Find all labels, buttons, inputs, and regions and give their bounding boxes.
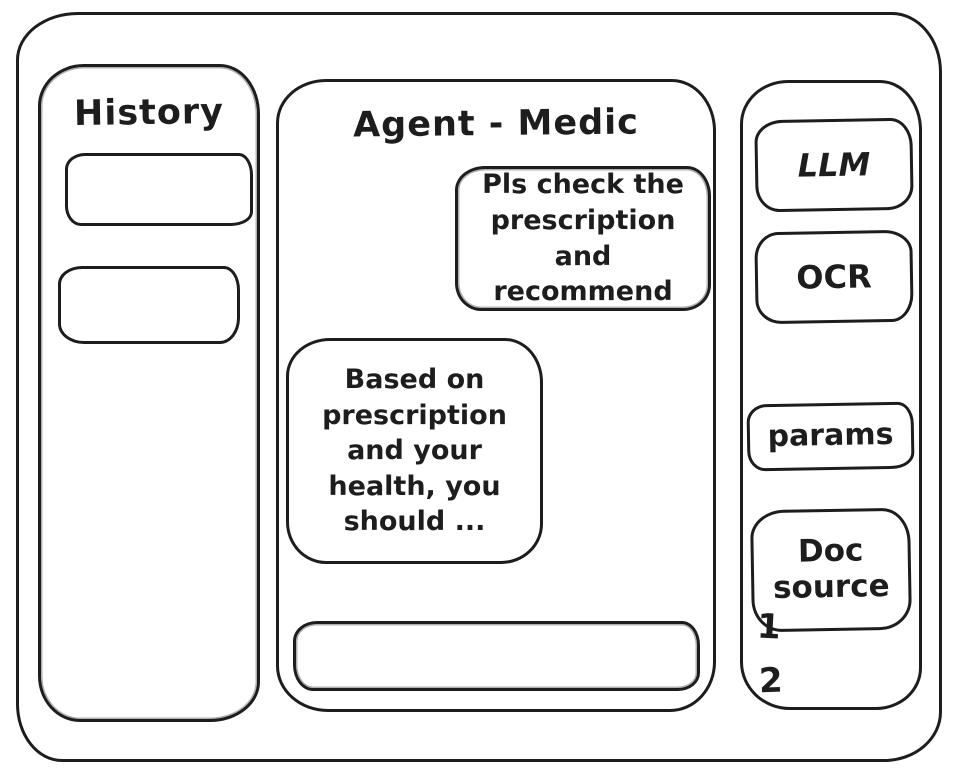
history-title: History <box>73 91 225 135</box>
agent-message-bubble: Based on prescription and your health, y… <box>286 338 543 564</box>
doc-source-item-1[interactable]: 1 <box>755 606 782 648</box>
chat-title: Agent - Medic <box>352 102 640 146</box>
history-item-1[interactable] <box>65 153 253 226</box>
params-button[interactable]: params <box>746 401 915 472</box>
history-panel: History <box>38 64 260 722</box>
ocr-button[interactable]: OCR <box>754 229 914 325</box>
tools-panel: LLM OCR params Doc source 1 2 <box>740 80 922 710</box>
history-item-2[interactable] <box>58 266 240 344</box>
llm-button[interactable]: LLM <box>754 117 914 213</box>
doc-source-item-2[interactable]: 2 <box>758 660 784 702</box>
message-input[interactable] <box>293 621 700 691</box>
chat-panel: Agent - Medic Pls check the prescription… <box>276 79 716 712</box>
user-message-bubble: Pls check the prescription and recommend <box>455 166 711 311</box>
